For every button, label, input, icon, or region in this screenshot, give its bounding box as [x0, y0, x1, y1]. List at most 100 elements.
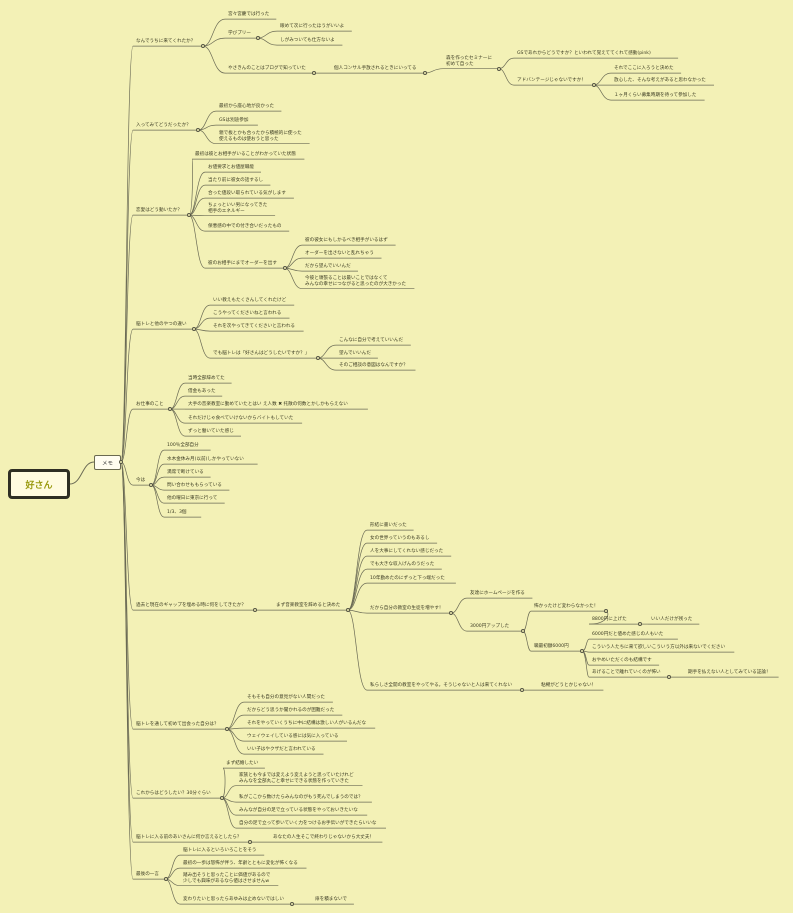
topic-q7g32[interactable]: こういう人たちに来て欲しいこういう方以外は来ないでください [592, 645, 725, 651]
topic-q7g341[interactable]: 期手を払えない人としてみている証論！ [688, 670, 771, 676]
topic-q1a[interactable]: 宮々宮慶では行った [228, 12, 269, 18]
topic-q3g3[interactable]: だから望んでいいんだ [305, 264, 351, 270]
topic-q9c[interactable]: 私がここから数けたらみんなのがもう死んでしまうのでは？ [239, 795, 363, 801]
topic-q4d2[interactable]: 望んでいいんだ [339, 351, 371, 357]
topic-q7g2[interactable]: 3000円アップした [470, 624, 509, 630]
collapse-toggle-icon[interactable] [255, 36, 260, 41]
topic-q3c[interactable]: 当たり前に彼女の話するし [208, 178, 263, 184]
topic-q7g33[interactable]: おやめいただくのも結構です [592, 658, 652, 664]
topic-q2a[interactable]: 最初から座心地が良かった [219, 104, 274, 110]
topic-q1c4[interactable]: アドバンテージじゃないですか！ [517, 78, 586, 84]
topic-q1b[interactable]: 学びプリー [228, 31, 251, 37]
topic-q8b[interactable]: だからどう思うか聞かれるのが困難だった [247, 708, 334, 714]
collapse-toggle-icon[interactable] [201, 44, 206, 49]
collapse-toggle-icon[interactable] [311, 71, 316, 76]
collapse-toggle-icon[interactable] [580, 649, 585, 654]
topic-q7[interactable]: 過去と現在のギャップを埋める時に何をしてきたか？ [136, 603, 246, 609]
topic-q2[interactable]: 入ってみてどうだったか？ [136, 123, 191, 129]
topic-q7g221[interactable]: いい人だけが残った [651, 617, 692, 623]
collapse-toggle-icon[interactable] [290, 902, 295, 907]
collapse-toggle-icon[interactable] [282, 266, 287, 271]
topic-q11d1[interactable]: 扉を積まないで [315, 897, 347, 903]
collapse-toggle-icon[interactable] [248, 840, 253, 845]
topic-q9d[interactable]: みんなが自分の足で立っている状態をやっておいきたいな [239, 808, 358, 814]
topic-q7d[interactable]: 人を大事にしてくれない感じだった [370, 549, 443, 555]
topic-q9b[interactable]: 家族とも今までは変えよう変えようと思っていたけれどみんなを全部丸ごと幸せにできる… [239, 773, 354, 784]
topic-q1c1[interactable]: 個人コンサル手放されるときにいってる [334, 66, 416, 72]
topic-q6f[interactable]: 1/3、3個 [167, 510, 187, 516]
topic-q7g22[interactable]: 8800円に上げた [592, 617, 627, 623]
topic-q5b[interactable]: 借金もあった [188, 389, 216, 395]
collapse-toggle-icon[interactable] [315, 356, 320, 361]
topic-q3g1[interactable]: 彼の彼女にもしかるべき相手がいるはず [305, 238, 388, 244]
topic-q4c[interactable]: それを次やってきてくださいと言われる [213, 324, 295, 330]
collapse-toggle-icon[interactable] [666, 675, 671, 680]
memo-node[interactable]: メモ [94, 455, 121, 470]
topic-q8d[interactable]: ウェイウェイしている感には気に入っている [247, 734, 339, 740]
topic-q9[interactable]: これからはどうしたい？30分ぐらい [136, 791, 211, 797]
topic-q1[interactable]: なんでうちに来てくれたか？ [136, 39, 195, 45]
topic-q4[interactable]: 脳トレと他のやつの違い [136, 322, 187, 328]
topic-q7c[interactable]: 女の世界っていうのもあるし [370, 536, 430, 542]
topic-q8[interactable]: 脳トレを通して初めて出会った自分は？ [136, 722, 219, 728]
topic-q8a[interactable]: そもそも自分の意見がない人間だった [247, 695, 325, 701]
topic-q4d1[interactable]: こんなに自分で考えていいんだ [339, 338, 403, 344]
topic-q1c42[interactable]: 放心した、そんな考えがあると思わなかった [614, 78, 706, 84]
topic-q7h[interactable]: 私らしさ全開の教室をやってやる。そうじゃないと人は来てくれない [370, 683, 512, 689]
topic-q6e[interactable]: 他の曜日に東京に行って [167, 496, 217, 502]
topic-q5a[interactable]: 当時全部辞めてた [188, 376, 225, 382]
topic-q6c[interactable]: 満席で断けている [167, 470, 204, 476]
topic-q1c41[interactable]: それでここに入ろうと決めた [614, 66, 674, 72]
topic-q11b[interactable]: 最初の一歩は怒怖が伴う、年齢とともに変化が怖くなる [183, 861, 298, 867]
topic-q7b[interactable]: 形結に書いだった [370, 523, 407, 529]
topic-q10[interactable]: 脳トレに入る前のあいさんに何か言えるとしたら？ [136, 835, 242, 841]
topic-q11[interactable]: 最後の一言 [136, 872, 159, 878]
topic-q3f[interactable]: 保悪感の中での付き合いだったもの [208, 224, 282, 230]
topic-q4b[interactable]: こうやってくださいねと言われる [213, 311, 281, 317]
topic-q4d3[interactable]: そのご相談の意図はなんですか？ [339, 363, 408, 369]
topic-q3d[interactable]: 合った値段い取られている気がします [208, 191, 286, 197]
topic-q7g34[interactable]: あげることで離れていくのが怖い [592, 670, 661, 676]
topic-q1c[interactable]: やさきんのことはブログで知っていた [228, 66, 306, 72]
collapse-toggle-icon[interactable] [163, 877, 168, 882]
collapse-toggle-icon[interactable] [638, 622, 643, 627]
collapse-toggle-icon[interactable] [591, 83, 596, 88]
topic-q7e[interactable]: でも大きな収入げんのうだった [370, 562, 434, 568]
collapse-toggle-icon[interactable] [345, 608, 350, 613]
collapse-toggle-icon[interactable] [149, 483, 154, 488]
topic-q11c[interactable]: 踏み出そうと思ったことに価値があるので少しでも興味があるなら値はさせませんw [183, 873, 270, 884]
topic-q5[interactable]: お仕事のこと [136, 402, 164, 408]
topic-q9e[interactable]: 自分の足で立って歩いていく力をつけるお手伝いができたらいいな [239, 821, 376, 827]
collapse-toggle-icon[interactable] [422, 71, 427, 76]
topic-q4d[interactable]: でも脳トレは「好さんはどうしたいですか？」 [213, 351, 309, 357]
collapse-toggle-icon[interactable] [519, 688, 524, 693]
collapse-toggle-icon[interactable] [191, 327, 196, 332]
topic-q8e[interactable]: いい子はやクザだと言われている [247, 747, 316, 753]
topic-q1c3[interactable]: GSであれからどうですか？といわれて覚えててくれて感動(pink) [517, 51, 651, 57]
topic-q7g[interactable]: だから自分の教室の生徒を増やす！ [370, 606, 444, 612]
topic-q7g1[interactable]: 友達にホームページを作る [470, 591, 525, 597]
topic-q6d[interactable]: 問い合わせももらっている [167, 483, 222, 489]
topic-q7a[interactable]: まず音楽教室を辞めると決めた [276, 603, 340, 609]
topic-q3a[interactable]: 最初は彼とお相手がいることがわかっていた状態 [195, 152, 296, 158]
topic-q11d[interactable]: 変わりたいと思ったらあゆみは止めないではしい [183, 897, 284, 903]
collapse-toggle-icon[interactable] [219, 796, 224, 801]
collapse-toggle-icon[interactable] [521, 629, 525, 634]
collapse-toggle-icon[interactable] [252, 608, 257, 613]
topic-q3g2[interactable]: オーダーを出さないと乱れちゃう [305, 251, 374, 257]
topic-q3[interactable]: 恋愛はどう動いたか？ [136, 208, 182, 214]
topic-q6a[interactable]: 100％全部自分 [167, 443, 199, 449]
topic-q6b[interactable]: 水木金休み月(以前)しかやっていない [167, 457, 244, 463]
topic-q7f[interactable]: 10年勤めたのにずっと下っ端だった [370, 576, 445, 582]
topic-q5c[interactable]: 大手の音楽教室に勤めていたとはい え人数 ✖ 托散の何数とかしかもらえない [188, 402, 348, 408]
topic-q2b[interactable]: GSは別途参加 [219, 118, 248, 124]
collapse-toggle-icon[interactable] [603, 609, 608, 614]
topic-q1b2[interactable]: しがみついても仕方ないよ [280, 38, 335, 44]
topic-q5e[interactable]: ずっと働いていた感じ [188, 429, 234, 435]
topic-q3b[interactable]: お値要求とお値屋職能 [208, 165, 254, 171]
topic-q11a[interactable]: 脳トレに入るといろいろことをそう [183, 848, 257, 854]
collapse-toggle-icon[interactable] [196, 128, 201, 133]
root-node[interactable]: 好さん [8, 469, 70, 499]
topic-q7g31[interactable]: 6000円だと値めた感じの人もいた [592, 632, 663, 638]
